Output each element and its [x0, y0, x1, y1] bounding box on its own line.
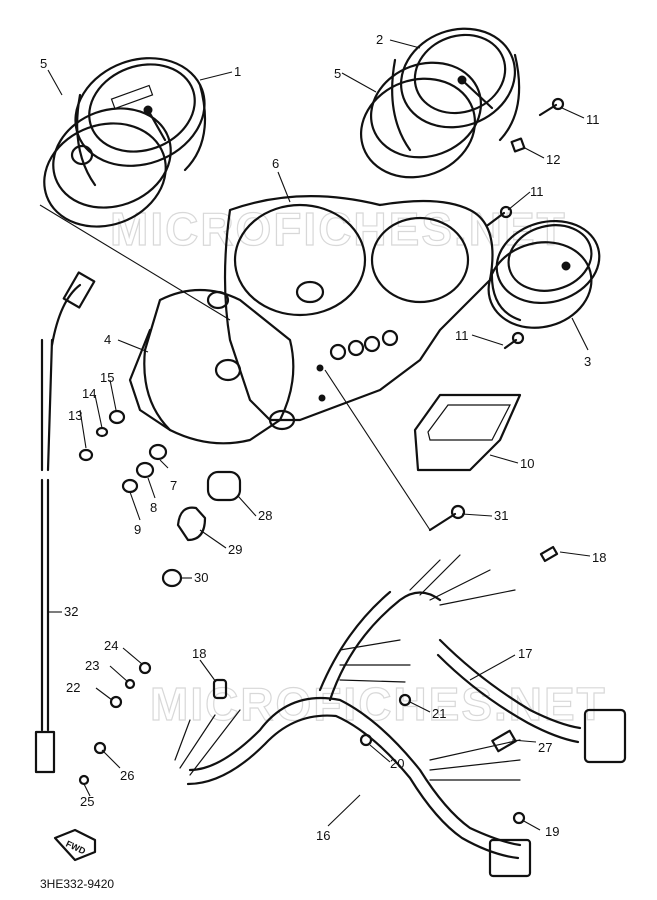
callout-25: 25	[80, 794, 94, 809]
callout-labels: 1 2 3 4 5 5 6 7 8 9 10 11 11 11 12 13 14…	[40, 32, 606, 843]
callout-18b: 18	[192, 646, 206, 661]
callout-10: 10	[520, 456, 534, 471]
meter-case	[223, 195, 494, 422]
callout-22: 22	[66, 680, 80, 695]
diagram-code: 3HE332-9420	[40, 877, 114, 891]
callout-13: 13	[68, 408, 82, 423]
fwd-arrow-icon: FWD	[53, 828, 97, 862]
small-gauge-assembly	[487, 219, 601, 329]
tachometer-assembly	[359, 27, 521, 179]
callout-30: 30	[194, 570, 208, 585]
callout-26: 26	[120, 768, 134, 783]
screws	[428, 97, 565, 532]
callout-14: 14	[82, 386, 96, 401]
watermark-top: MICROFICHES.NET	[110, 203, 567, 255]
callout-5b: 5	[334, 66, 341, 81]
callout-12: 12	[546, 152, 560, 167]
callout-18a: 18	[592, 550, 606, 565]
callout-21: 21	[432, 706, 446, 721]
callout-15: 15	[100, 370, 114, 385]
speedometer-cable	[34, 271, 96, 774]
callout-9: 9	[134, 522, 141, 537]
fasteners-left	[78, 409, 168, 494]
callout-6: 6	[272, 156, 279, 171]
wiring-harness	[174, 554, 627, 878]
callout-32: 32	[64, 604, 78, 619]
callout-2: 2	[376, 32, 383, 47]
callout-31: 31	[494, 508, 508, 523]
bulb-socket-parts	[161, 470, 242, 588]
lower-housing	[128, 288, 296, 445]
callout-11b: 11	[530, 184, 544, 199]
callout-7: 7	[170, 478, 177, 493]
speedometer-assembly	[43, 57, 207, 228]
callout-20: 20	[390, 756, 404, 771]
leader-lines	[39, 39, 591, 831]
callout-17: 17	[518, 646, 532, 661]
callout-11c: 11	[455, 328, 469, 343]
callout-28: 28	[258, 508, 272, 523]
callout-19: 19	[545, 824, 559, 839]
indicator-panel	[413, 393, 522, 472]
callout-23: 23	[85, 658, 99, 673]
harness-fasteners	[78, 545, 559, 825]
callout-29: 29	[228, 542, 242, 557]
callout-27: 27	[538, 740, 552, 755]
callout-5a: 5	[40, 56, 47, 71]
callout-4: 4	[104, 332, 111, 347]
callout-16: 16	[316, 828, 330, 843]
callout-24: 24	[104, 638, 118, 653]
callout-3: 3	[584, 354, 591, 369]
callout-1: 1	[234, 64, 241, 79]
watermark-bottom: MICROFICHES.NET	[150, 678, 607, 730]
callout-8: 8	[150, 500, 157, 515]
fwd-label: FWD	[64, 839, 87, 857]
callout-11a: 11	[586, 112, 600, 127]
